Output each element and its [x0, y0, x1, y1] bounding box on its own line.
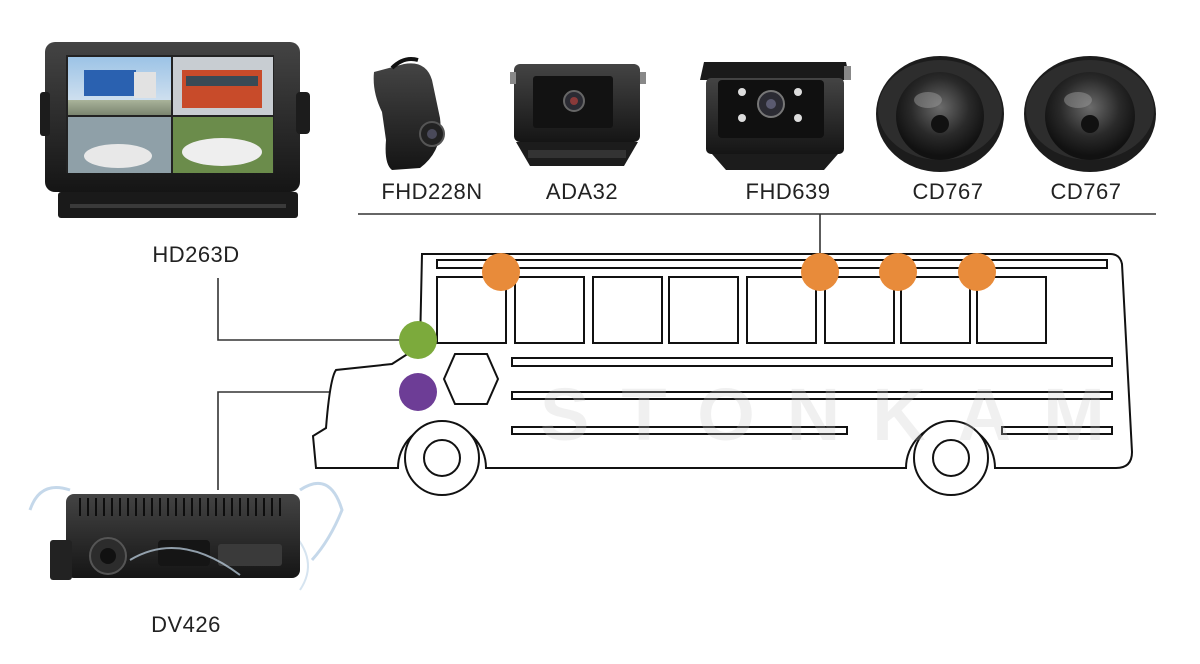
- side-stripe: [511, 391, 1113, 400]
- bus-window: [746, 276, 817, 344]
- camera-position-dot: [482, 253, 520, 291]
- side-stripe: [1001, 426, 1113, 435]
- monitor-label: HD263D: [152, 242, 240, 267]
- front-hub: [423, 439, 461, 477]
- install-dots: [399, 253, 996, 411]
- bus-window: [514, 276, 585, 344]
- bus-window: [436, 276, 507, 344]
- bus-window: [824, 276, 895, 344]
- bus-window: [668, 276, 739, 344]
- watermark-text: STONKAM: [540, 373, 1137, 456]
- camera-position-dot: [958, 253, 996, 291]
- camera-label-cd767: CD767: [912, 179, 984, 204]
- dvr-label: DV426: [151, 612, 221, 637]
- monitor-position-dot: [399, 321, 437, 359]
- camera-label-ada32: ADA32: [545, 179, 619, 204]
- ada32-camera-image: [510, 64, 646, 166]
- cd767-dome-camera-image: [1024, 56, 1156, 172]
- side-stripe: [511, 357, 1113, 367]
- camera-label-fhd228n: FHD228N: [381, 179, 483, 204]
- camera-position-dot: [879, 253, 917, 291]
- camera-position-dot: [801, 253, 839, 291]
- roof-rail: [436, 259, 1108, 269]
- bus-outline: [311, 253, 1134, 496]
- fhd228n-camera-image: [373, 57, 445, 171]
- rear-hub: [932, 439, 970, 477]
- monitor-image: [40, 42, 310, 218]
- camera-label-fhd639: FHD639: [745, 179, 831, 204]
- fhd639-camera-image: [700, 62, 851, 170]
- camera-label-cd767: CD767: [1050, 179, 1122, 204]
- side-stripe: [511, 426, 848, 435]
- bus-window: [976, 276, 1047, 344]
- monitor-link-line: [217, 278, 418, 341]
- dvr-image: [28, 481, 344, 591]
- hexagon-marker: [442, 353, 500, 405]
- bus-window: [900, 276, 971, 344]
- dvr-position-dot: [399, 373, 437, 411]
- bus-window: [592, 276, 663, 344]
- cd767-dome-camera-image: [876, 56, 1004, 172]
